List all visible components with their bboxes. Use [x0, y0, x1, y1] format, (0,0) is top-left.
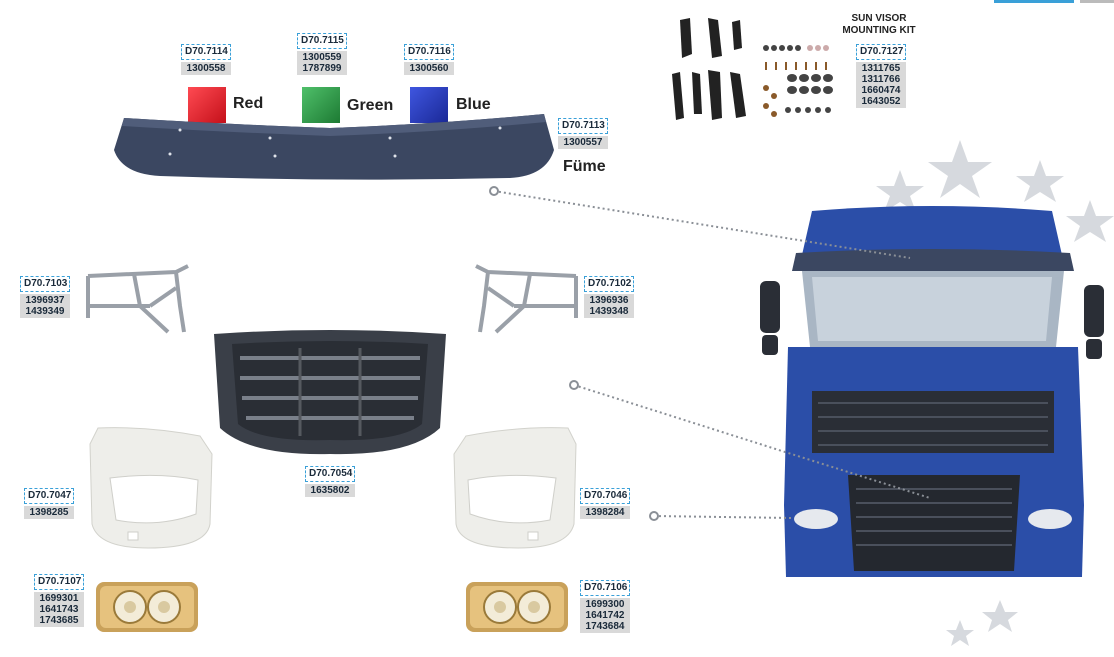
part-number: 1300558 — [186, 63, 226, 74]
part-code: D70.7102 — [584, 276, 634, 292]
visor-green-code-box: D70.7115 1300559 1787899 — [297, 33, 347, 75]
red-label: Red — [233, 95, 264, 112]
grille-image — [214, 330, 446, 455]
visor-red-code-box: D70.7114 1300558 — [181, 44, 231, 75]
part-code: D70.7103 — [20, 276, 70, 292]
headlamp-left-image — [96, 582, 198, 632]
part-code: D70.7054 — [305, 466, 355, 482]
part-number: 1300557 — [563, 137, 603, 148]
visor-fume-code-box: D70.7113 1300557 — [558, 118, 608, 149]
red-color-swatch — [188, 87, 226, 123]
part-code: D70.7046 — [580, 488, 630, 504]
part-number: 1641742 — [585, 610, 625, 621]
part-number: 1660474 — [861, 85, 901, 96]
bracket-right-image — [475, 264, 578, 334]
part-code: D70.7115 — [297, 33, 347, 49]
part-number: 1396937 — [25, 295, 65, 306]
part-code: D70.7113 — [558, 118, 608, 134]
part-number: 1300559 — [302, 52, 342, 63]
part-code: D70.7116 — [404, 44, 454, 60]
part-number: 1643052 — [861, 96, 901, 107]
corner-left-code-box: D70.7047 1398285 — [24, 488, 74, 519]
sun-visor-image — [114, 114, 554, 180]
header-gray-bar — [1080, 0, 1114, 3]
mounting-kit-title: SUN VISOR MOUNTING KIT — [842, 13, 916, 37]
star-decoration — [876, 140, 1114, 646]
green-label: Green — [347, 97, 394, 114]
part-number: 1787899 — [302, 63, 342, 74]
grille-code-box: D70.7054 1635802 — [305, 466, 355, 497]
headlamp-left-code-box: D70.7107 1699301 1641743 1743685 — [34, 574, 84, 627]
part-number: 1641743 — [39, 604, 79, 615]
part-number: 1699301 — [39, 593, 79, 604]
fume-label: Füme — [563, 158, 606, 175]
mounting-kit-code-box: D70.7127 1311765 1311766 1660474 1643052 — [856, 44, 906, 108]
part-number: 1743684 — [585, 621, 625, 632]
part-number: 1311766 — [861, 74, 901, 85]
part-code: D70.7106 — [580, 580, 630, 596]
part-code: D70.7107 — [34, 574, 84, 590]
part-number: 1439348 — [589, 306, 629, 317]
part-number: 1398284 — [585, 507, 625, 518]
headlamp-right-image — [466, 582, 568, 632]
part-code: D70.7114 — [181, 44, 231, 60]
mounting-kit-image — [672, 18, 833, 120]
visor-blue-code-box: D70.7116 1300560 — [404, 44, 454, 75]
blue-color-swatch — [410, 87, 448, 123]
part-number: 1439349 — [25, 306, 65, 317]
mounting-kit-title-line1: SUN VISOR — [851, 13, 907, 24]
part-number: 1635802 — [310, 485, 350, 496]
corner-right-image — [453, 427, 577, 549]
blue-label: Blue — [456, 96, 491, 113]
mounting-kit-title-line2: MOUNTING KIT — [842, 25, 916, 36]
part-number: 1743685 — [39, 615, 79, 626]
part-code: D70.7047 — [24, 488, 74, 504]
part-number: 1699300 — [585, 599, 625, 610]
part-number: 1311765 — [861, 63, 901, 74]
bracket-right-code-box: D70.7102 1396936 1439348 — [584, 276, 634, 318]
part-number: 1398285 — [29, 507, 69, 518]
part-number: 1396936 — [589, 295, 629, 306]
green-color-swatch — [302, 87, 340, 123]
header-accent-bar — [994, 0, 1074, 3]
corner-right-code-box: D70.7046 1398284 — [580, 488, 630, 519]
bracket-left-image — [86, 264, 189, 334]
bracket-left-code-box: D70.7103 1396937 1439349 — [20, 276, 70, 318]
corner-left-image — [89, 427, 213, 549]
part-number: 1300560 — [409, 63, 449, 74]
truck-image — [760, 206, 1104, 577]
headlamp-right-code-box: D70.7106 1699300 1641742 1743684 — [580, 580, 630, 633]
part-code: D70.7127 — [856, 44, 906, 60]
